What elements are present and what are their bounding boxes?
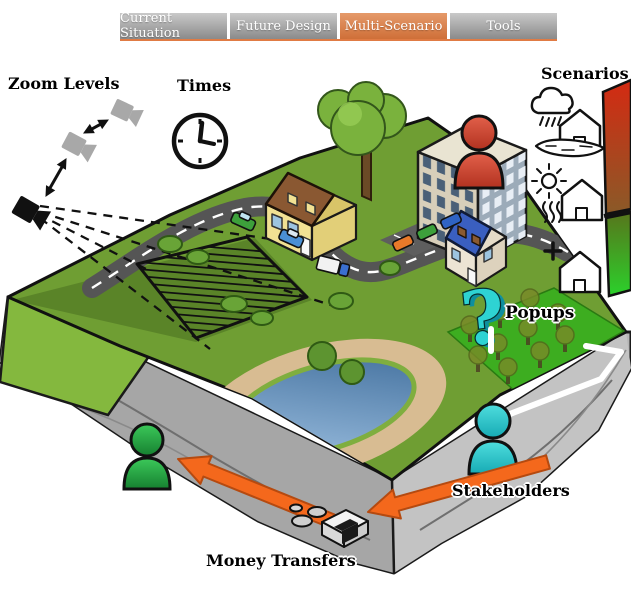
camera-icon xyxy=(11,196,52,231)
svg-text:?: ? xyxy=(457,274,509,364)
camera-icon xyxy=(61,131,97,163)
bushes xyxy=(157,235,401,385)
scenarios-label: Scenarios xyxy=(541,64,629,83)
zoom-levels-label: Zoom Levels xyxy=(8,74,120,93)
stakeholders-label: Stakeholders xyxy=(452,481,570,500)
money-transfers-label: Money Transfers xyxy=(206,551,356,570)
red-person-icon xyxy=(453,114,505,190)
plus-growth-house-icon xyxy=(543,241,602,294)
stakeholder-person-icon xyxy=(467,402,519,476)
white-path-arrow-icon xyxy=(488,326,624,422)
dashed-frustum-icon xyxy=(37,204,341,350)
orchard-trees xyxy=(460,288,575,384)
zoom-arrow-icon xyxy=(45,119,109,197)
camera-icon xyxy=(110,99,144,127)
tree-icon xyxy=(317,81,407,202)
tab-multi-scenario[interactable]: Multi-Scenario xyxy=(340,13,447,39)
tab-bar: Current Situation Future Design Multi-Sc… xyxy=(120,11,557,41)
zoom-cameras xyxy=(11,99,144,231)
clock-icon xyxy=(171,112,229,170)
tab-tools[interactable]: Tools xyxy=(450,13,557,39)
popups-label: Popups xyxy=(505,303,575,323)
green-person-icon xyxy=(122,422,172,491)
truck-icon xyxy=(315,254,351,278)
blue-roof-house-icon xyxy=(444,209,508,288)
tab-current-situation[interactable]: Current Situation xyxy=(120,11,227,41)
sun-heat-house-icon xyxy=(531,163,604,223)
cars xyxy=(230,211,462,278)
scenario-gradient-bar xyxy=(601,78,631,298)
times-label: Times xyxy=(177,76,232,95)
tab-future-design[interactable]: Future Design xyxy=(230,13,337,39)
money-coins-icon xyxy=(289,503,327,528)
money-transfer-icons xyxy=(289,503,369,548)
money-stack-icon xyxy=(321,509,369,548)
rain-cloud-flood-house-icon xyxy=(530,86,606,158)
tab-underline xyxy=(120,39,557,41)
